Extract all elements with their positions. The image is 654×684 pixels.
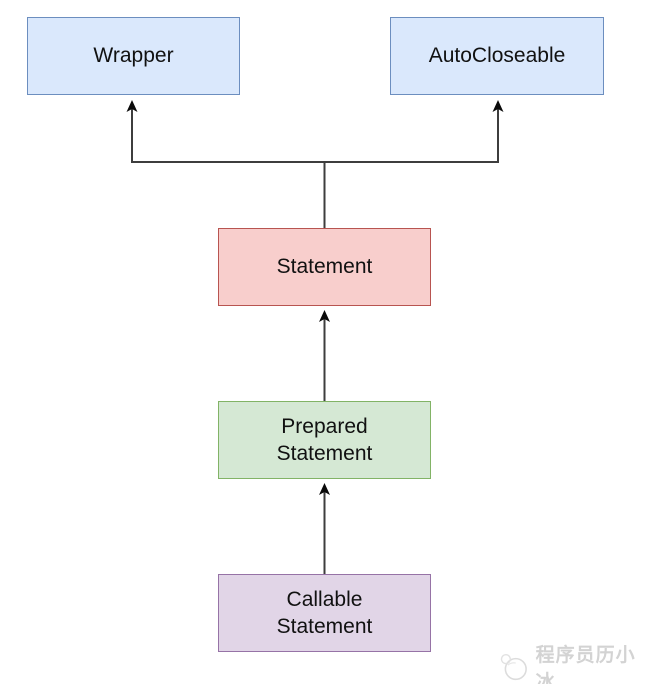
snow-circle-logo-icon [500,653,527,681]
node-callable-statement-label: Callable Statement [276,587,373,638]
node-wrapper-label: Wrapper [93,44,174,68]
node-prepared-statement: Prepared Statement [218,401,431,479]
node-statement: Statement [218,228,431,306]
watermark-text: 程序员历小冰 [535,645,636,684]
node-wrapper: Wrapper [27,17,240,95]
node-prepared-statement-label: Prepared Statement [276,414,373,465]
watermark: 程序员历小冰 [498,640,654,684]
node-statement-label: Statement [276,255,373,279]
node-callable-statement: Callable Statement [218,574,431,652]
node-autocloseable: AutoCloseable [390,17,604,95]
node-autocloseable-label: AutoCloseable [428,44,566,68]
